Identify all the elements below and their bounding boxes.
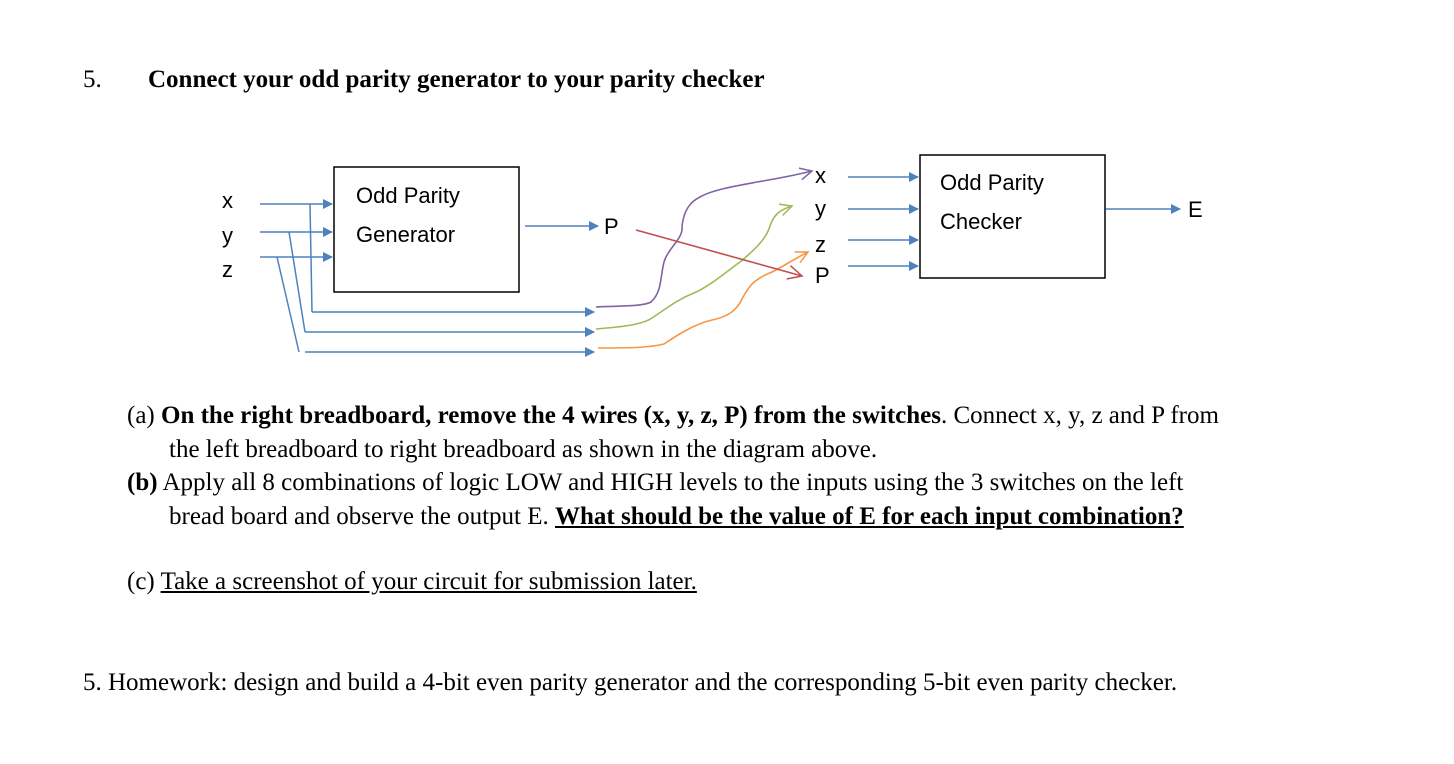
input-label-x: x <box>222 188 233 213</box>
item-a-bold-text: On the right breadboard, remove the 4 wi… <box>161 402 941 429</box>
generator-label-line1: Odd Parity <box>356 183 460 208</box>
generator-label-line2: Generator <box>356 222 455 247</box>
item-b-line2: bread board and observe the output E. Wh… <box>169 500 1184 534</box>
generator-output-p-label: P <box>604 214 619 239</box>
generator-box <box>333 166 520 293</box>
section-number: 5. <box>83 66 102 93</box>
checker-label-line1: Odd Parity <box>940 170 1044 195</box>
wire-y-handdrawn <box>595 206 792 330</box>
item-c-label: (c) <box>127 568 155 595</box>
item-b-line1: (b) Apply all 8 combinations of logic LO… <box>127 466 1183 500</box>
wire-x-tap <box>309 203 313 313</box>
checker-input-y-label: y <box>815 196 826 221</box>
checker-box <box>919 154 1106 279</box>
section-title: Connect your odd parity generator to you… <box>148 66 765 93</box>
wire-p-handdrawn <box>635 229 802 276</box>
wire-y-tap <box>288 231 306 333</box>
item-b-line2-plain: bread board and observe the output E. <box>169 503 555 530</box>
item-b-question: What should be the value of E for each i… <box>555 503 1184 530</box>
checker-input-z-label: z <box>815 232 826 257</box>
checker-label-line2: Checker <box>940 209 1022 234</box>
item-a-line2: the left breadboard to right breadboard … <box>169 436 878 463</box>
output-e-label: E <box>1188 197 1203 222</box>
item-c: (c) Take a screenshot of your circuit fo… <box>127 565 697 599</box>
input-label-z: z <box>222 257 233 282</box>
wire-z-tap <box>276 256 300 353</box>
item-b-line1-text: Apply all 8 combinations of logic LOW an… <box>162 469 1184 496</box>
item-a-rest-text: . Connect x, y, z and P from <box>941 402 1219 429</box>
parity-circuit-diagram: Odd Parity Generator Odd Parity Checker … <box>222 154 1203 357</box>
checker-input-x-label: x <box>815 163 826 188</box>
input-label-y: y <box>222 223 233 248</box>
item-c-text: Take a screenshot of your circuit for su… <box>160 568 697 595</box>
item-a-label: (a) <box>127 402 155 429</box>
item-a-line1: (a) On the right breadboard, remove the … <box>127 399 1219 433</box>
item-b-label: (b) <box>127 469 158 496</box>
homework-text: 5. Homework: design and build a 4-bit ev… <box>83 669 1178 696</box>
checker-input-p-label: P <box>815 263 830 288</box>
wire-z-handdrawn <box>597 252 808 349</box>
wire-x-handdrawn <box>595 171 812 308</box>
